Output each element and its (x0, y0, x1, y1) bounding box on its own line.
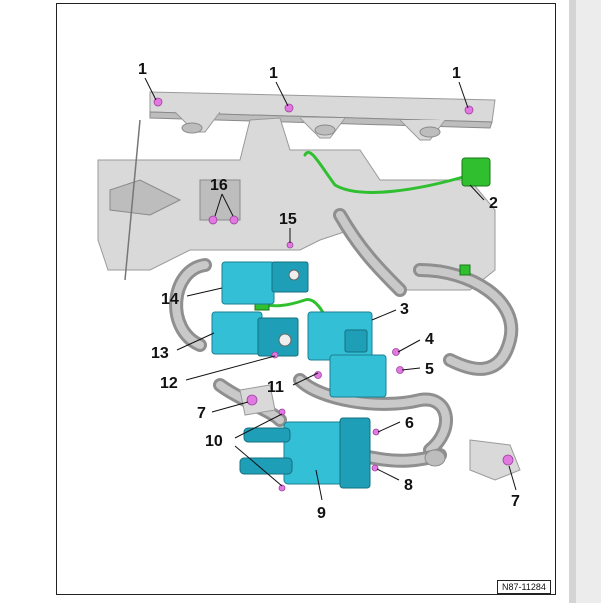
callout-16: 16 (210, 177, 228, 194)
callout-9: 9 (317, 505, 326, 522)
callout-11: 11 (267, 379, 284, 396)
callout-1b: 1 (269, 65, 278, 82)
main-bracket-plate (97, 117, 496, 291)
figure-reference-code: N87-11284 (497, 580, 551, 594)
callout-10: 10 (205, 433, 223, 450)
callout-7b: 7 (511, 493, 520, 510)
lower-brackets (239, 384, 521, 481)
callout-1a: 1 (138, 61, 147, 78)
valve-9 (239, 417, 371, 489)
valve-3 (307, 311, 387, 398)
callout-7a: 7 (197, 405, 206, 422)
callout-labels: 1 1 1 2 3 4 5 6 7 7 8 9 10 11 12 13 14 1… (138, 61, 520, 522)
callout-5: 5 (425, 361, 434, 378)
top-rail-bracket (149, 91, 496, 141)
connector-2 (461, 157, 491, 187)
callout-12: 12 (160, 375, 178, 392)
window-side-bar (569, 0, 601, 603)
callout-13: 13 (151, 345, 169, 362)
leader-lines (144, 77, 517, 501)
callout-3: 3 (400, 301, 409, 318)
callout-15: 15 (279, 211, 297, 228)
callout-2: 2 (489, 195, 498, 212)
valve-13 (211, 311, 299, 357)
callout-1c: 1 (452, 65, 461, 82)
side-bar-edge (569, 0, 576, 603)
callout-8: 8 (404, 477, 413, 494)
valve-14 (221, 261, 309, 305)
callout-4: 4 (425, 331, 434, 348)
callout-6: 6 (405, 415, 414, 432)
bolts (153, 97, 514, 492)
callout-14: 14 (161, 291, 179, 308)
